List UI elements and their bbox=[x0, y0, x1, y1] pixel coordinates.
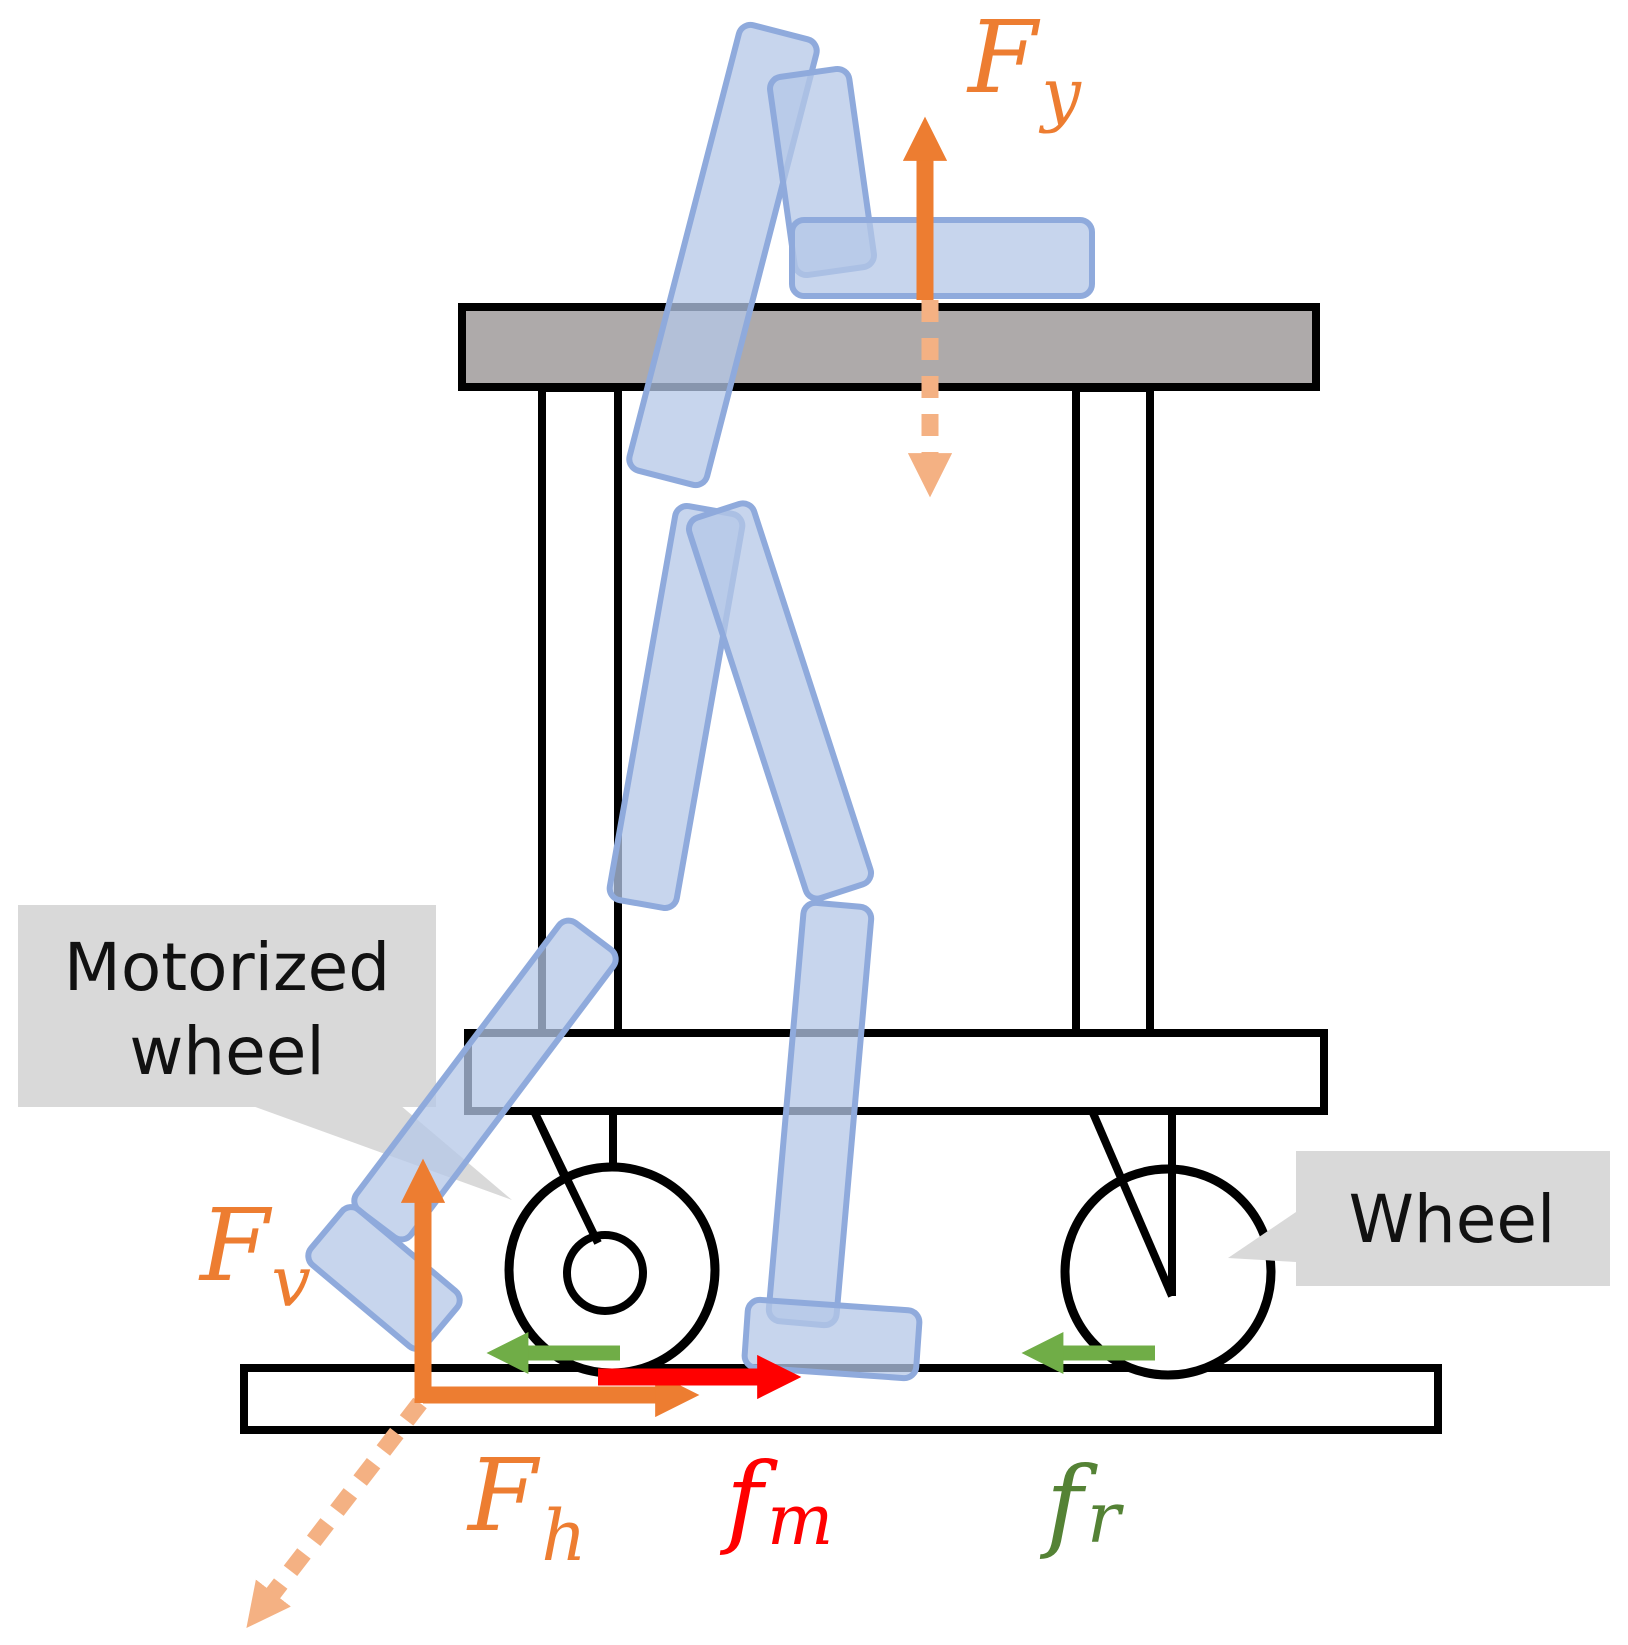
resultant-dashed-arrow bbox=[246, 1397, 427, 1628]
force-arrows bbox=[246, 116, 1155, 1628]
front-shin bbox=[765, 899, 875, 1329]
callout-wheel-label: Wheel bbox=[1349, 1181, 1556, 1258]
callout-wheel: Wheel bbox=[1228, 1151, 1610, 1286]
callout-motorized-line1: Motorized bbox=[64, 929, 390, 1006]
back-thigh bbox=[606, 503, 746, 911]
front-thigh bbox=[685, 500, 875, 902]
label-fr: fr bbox=[1039, 1445, 1124, 1562]
caster-wheel bbox=[1060, 1111, 1276, 1380]
callout-wheel-box bbox=[1296, 1151, 1610, 1286]
label-fv: Fv bbox=[198, 1187, 311, 1323]
motorized-wheel bbox=[504, 1111, 720, 1378]
callout-motorized-line2: wheel bbox=[129, 1013, 324, 1090]
label-fm: fm bbox=[719, 1441, 833, 1561]
base-platform bbox=[464, 1029, 1328, 1115]
front-foot bbox=[741, 1296, 923, 1382]
rear-leg-post bbox=[1072, 384, 1154, 1048]
tabletop bbox=[458, 303, 1320, 391]
motorized-wheel-strut-front bbox=[531, 1111, 602, 1245]
caster-strut-diagonal bbox=[1089, 1111, 1176, 1298]
label-fy: Fy bbox=[966, 0, 1082, 135]
callout-motorized-box bbox=[18, 905, 436, 1107]
label-fh: Fh bbox=[466, 1437, 586, 1577]
forearm bbox=[789, 217, 1095, 299]
torso bbox=[626, 21, 820, 489]
human-figure bbox=[305, 21, 1095, 1382]
callout-wheel-pointer bbox=[1228, 1212, 1296, 1262]
motorized-wheel-hub bbox=[563, 1231, 647, 1315]
